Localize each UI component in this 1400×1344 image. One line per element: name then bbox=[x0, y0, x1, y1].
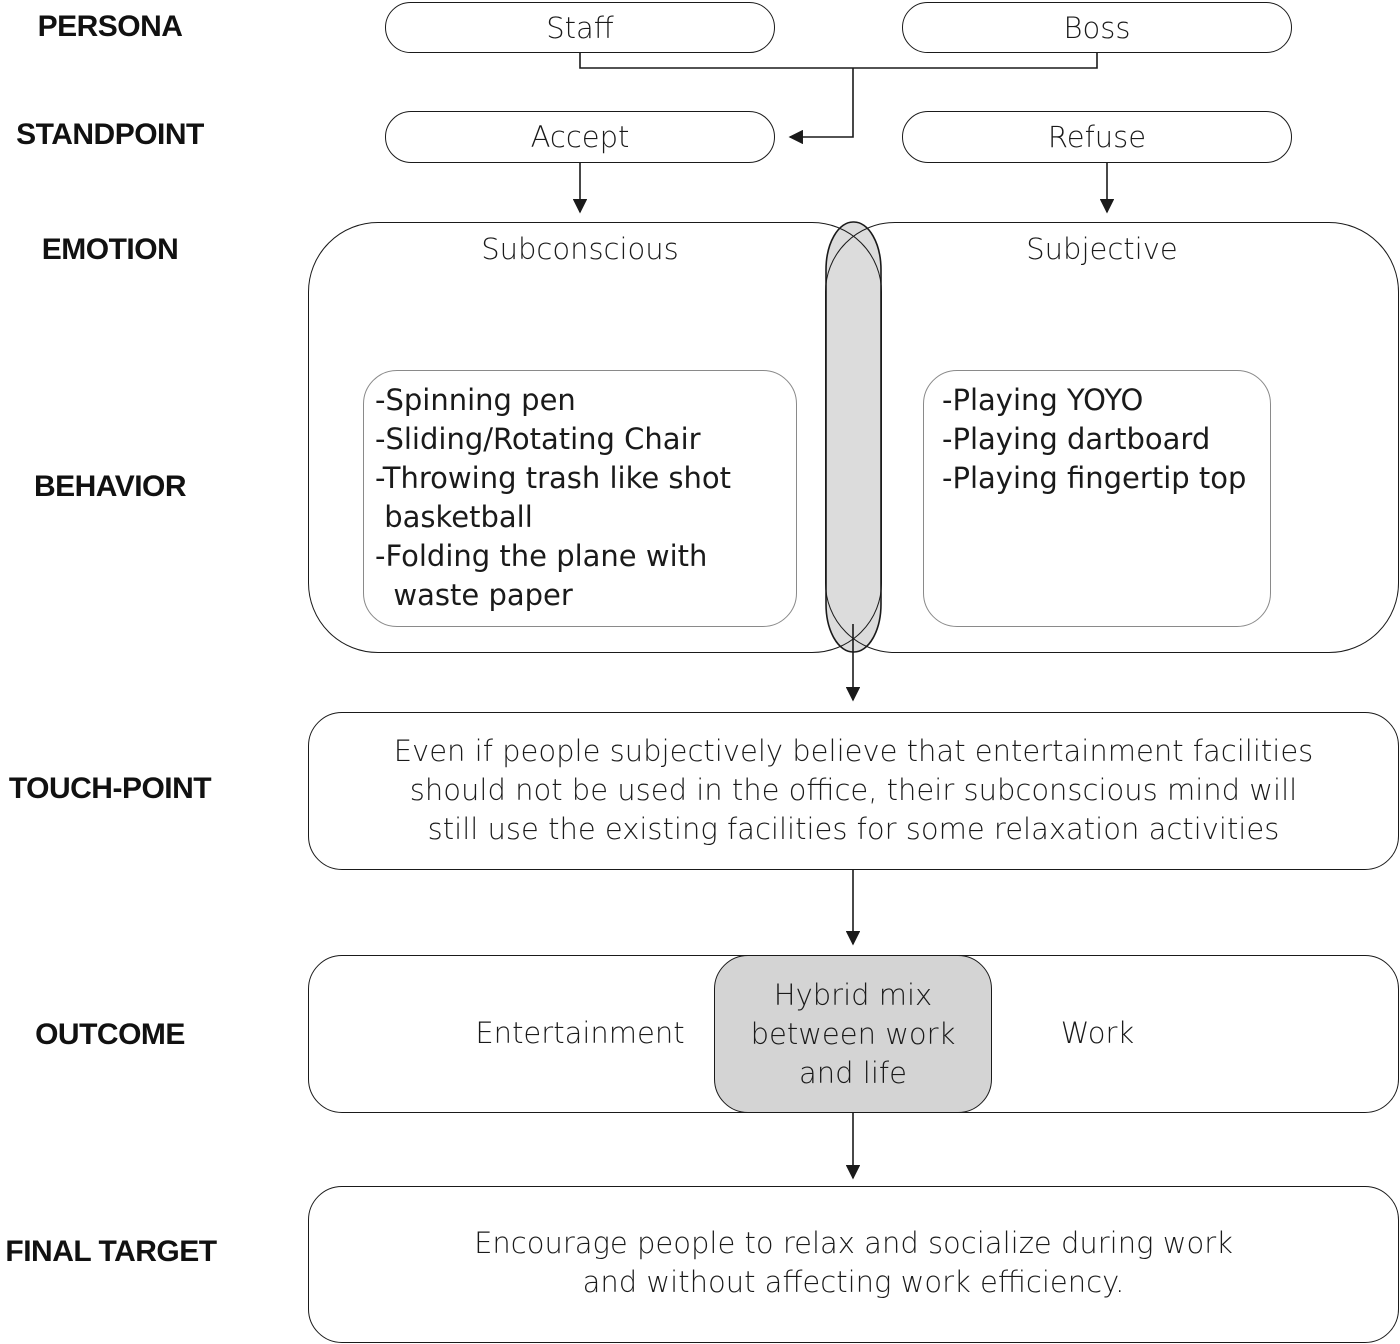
row-label-persona: PERSONA bbox=[37, 10, 183, 43]
persona-staff: Staff bbox=[385, 2, 775, 53]
outcome-hybrid-line: Hybrid mix bbox=[773, 978, 933, 1012]
persona-staff-label: Staff bbox=[546, 10, 614, 45]
final-target-text: Encourage people to relax and socialize … bbox=[308, 1224, 1399, 1302]
behavior-subjective-box: -Playing YOYO -Playing dartboard -Playin… bbox=[923, 370, 1271, 627]
emotion-subconscious-box bbox=[308, 222, 882, 653]
behavior-subjective-item: -Playing dartboard bbox=[942, 422, 1211, 456]
final-target-line: and without affecting work efficiency. bbox=[582, 1265, 1125, 1299]
behavior-subconscious-item: waste paper bbox=[375, 578, 573, 612]
row-label-final-target: FINAL TARGET bbox=[5, 1235, 217, 1268]
persona-merge-connector bbox=[579, 52, 1098, 69]
row-label-standpoint: STANDPOINT bbox=[16, 118, 204, 151]
outcome-hybrid-line: between work bbox=[750, 1017, 956, 1051]
final-target-box bbox=[308, 1186, 1399, 1343]
row-label-outcome: OUTCOME bbox=[35, 1018, 185, 1051]
behavior-subconscious-item: -Spinning pen bbox=[375, 383, 576, 417]
standpoint-refuse: Refuse bbox=[902, 111, 1292, 163]
emotion-subjective-box bbox=[825, 222, 1399, 653]
outcome-hybrid-line: and life bbox=[799, 1056, 907, 1090]
persona-to-accept-arrow bbox=[788, 68, 854, 145]
emotion-subjective-title: Subjective bbox=[1026, 232, 1178, 266]
touch-point-text: Even if people subjectively believe that… bbox=[308, 732, 1399, 849]
standpoint-accept-label: Accept bbox=[530, 120, 630, 154]
touch-point-line: Even if people subjectively believe that… bbox=[393, 734, 1314, 768]
behavior-subconscious-item: -Throwing trash like shot bbox=[375, 461, 732, 495]
outcome-work: Work bbox=[1060, 1016, 1135, 1050]
outcome-hybrid-box bbox=[714, 955, 992, 1113]
behavior-subjective-item: -Playing fingertip top bbox=[942, 461, 1247, 495]
emotion-subconscious-title: Subconscious bbox=[481, 232, 679, 266]
behavior-subconscious-item: basketball bbox=[375, 500, 533, 534]
behavior-subconscious-item: -Folding the plane with bbox=[375, 539, 708, 573]
persona-boss: Boss bbox=[902, 2, 1292, 53]
final-target-line: Encourage people to relax and socialize … bbox=[474, 1226, 1233, 1260]
row-label-behavior: BEHAVIOR bbox=[33, 470, 187, 503]
behavior-subjective-item: -Playing YOYO bbox=[942, 383, 1144, 417]
outcome-entertainment: Entertainment bbox=[475, 1016, 685, 1050]
row-label-emotion: EMOTION bbox=[41, 233, 179, 266]
touch-point-line: should not be used in the office, their … bbox=[409, 773, 1298, 807]
standpoint-refuse-label: Refuse bbox=[1047, 120, 1147, 154]
touch-point-line: still use the existing facilities for so… bbox=[427, 812, 1280, 846]
behavior-subconscious-box: -Spinning pen -Sliding/Rotating Chair -T… bbox=[363, 370, 797, 627]
touch-point-box bbox=[308, 712, 1399, 870]
behavior-subconscious-item: -Sliding/Rotating Chair bbox=[375, 422, 701, 456]
outcome-hybrid-text: Hybrid mix between work and life bbox=[714, 976, 992, 1093]
persona-boss-label: Boss bbox=[1063, 10, 1131, 45]
standpoint-accept: Accept bbox=[385, 111, 775, 163]
row-label-touch-point: TOUCH-POINT bbox=[8, 772, 212, 805]
